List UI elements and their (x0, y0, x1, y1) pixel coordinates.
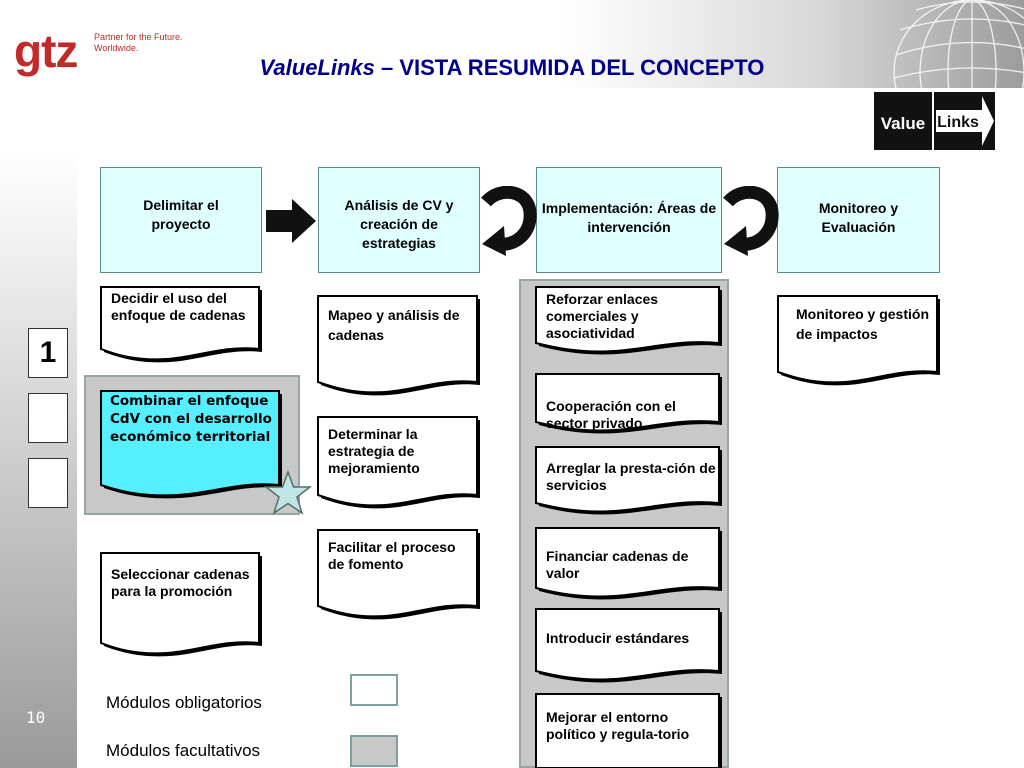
module-label: Decidir el uso del enfoque de cadenas (111, 290, 246, 323)
valuelinks-logo: Value Links (874, 92, 995, 150)
module-card: Arreglar la presta-ción de servicios (535, 446, 723, 518)
stage-box-analisis: Análisis de CV y creación de estrategias (318, 167, 480, 273)
module-label: Seleccionar cadenas para la promoción (111, 566, 250, 599)
stage-box-delimitar: Delimitar el proyecto (100, 167, 262, 273)
tagline-line-2: Worldwide. (94, 43, 139, 53)
gtz-logo: gtz (14, 25, 78, 77)
module-card: Seleccionar cadenas para la promoción (100, 552, 263, 662)
module-card: Mejorar el entorno político y regula-tor… (535, 693, 723, 768)
stage-label: Monitoreo y Evaluación (818, 200, 899, 235)
module-label: Monitoreo y gestión de impactos (796, 306, 929, 342)
module-label: Cooperación con el sector privado (546, 398, 676, 431)
module-label: Reforzar enlaces comerciales y asociativ… (546, 291, 659, 341)
star-icon (263, 470, 313, 515)
curved-arrow-icon (481, 186, 537, 256)
stage-box-monitoreo: Monitoreo y Evaluación (777, 167, 940, 273)
module-card: Reforzar enlaces comerciales y asociativ… (535, 286, 723, 358)
title-text: – VISTA RESUMIDA DEL CONCEPTO (374, 55, 765, 80)
module-card-highlighted: Combinar el enfoque CdV con el desarroll… (100, 390, 283, 502)
tagline-line-1: Partner for the Future. (94, 32, 183, 42)
page-title: ValueLinks – VISTA RESUMIDA DEL CONCEPTO (0, 55, 1024, 81)
page-number-current[interactable]: 1 (28, 328, 68, 378)
module-label: Mapeo y análisis de cadenas (328, 307, 460, 343)
page-box-empty[interactable] (28, 458, 68, 508)
module-label: Introducir estándares (546, 630, 690, 646)
module-card: Mapeo y análisis de cadenas (317, 295, 481, 401)
slide-number: 10 (26, 708, 46, 727)
stage-label: Implementación: Áreas de intervención (541, 200, 717, 235)
module-card: Decidir el uso del enfoque de cadenas (100, 286, 263, 366)
logo-word-links: Links (937, 114, 979, 131)
module-label: Mejorar el entorno político y regula-tor… (546, 709, 690, 742)
logo-word-value: Value (881, 114, 925, 133)
legend-label-mandatory: Módulos obligatorios (106, 693, 262, 712)
module-card: Facilitar el proceso de fomento (317, 529, 481, 625)
legend-swatch-optional (350, 735, 398, 767)
module-label: Financiar cadenas de valor (546, 548, 689, 581)
header-band (0, 0, 1024, 88)
module-card: Cooperación con el sector privado (535, 373, 723, 435)
arrow-right-icon (266, 199, 316, 243)
stage-label: Análisis de CV y creación de estrategias (344, 197, 454, 251)
gtz-tagline: Partner for the Future. Worldwide. (94, 32, 183, 54)
module-card: Financiar cadenas de valor (535, 527, 723, 603)
stage-label: Delimitar el proyecto (143, 197, 219, 232)
globe-icon (893, 0, 1024, 88)
curved-arrow-icon (723, 186, 779, 256)
module-card: Introducir estándares (535, 608, 723, 688)
title-brand: ValueLinks (259, 55, 375, 80)
legend-swatch-mandatory (350, 674, 398, 706)
module-label: Combinar el enfoque CdV con el desarroll… (110, 393, 272, 445)
optional-panel-col3 (519, 279, 729, 768)
module-card: Monitoreo y gestión de impactos (777, 295, 941, 389)
legend-label-optional: Módulos facultativos (106, 741, 261, 760)
module-label: Determinar la estrategia de mejoramiento (328, 426, 420, 476)
module-label: Facilitar el proceso de fomento (328, 539, 456, 572)
page-box-empty[interactable] (28, 393, 68, 443)
stage-box-implementacion: Implementación: Áreas de intervención (536, 167, 722, 273)
module-label: Arreglar la presta-ción de servicios (546, 460, 716, 493)
module-card: Determinar la estrategia de mejoramiento (317, 416, 481, 514)
